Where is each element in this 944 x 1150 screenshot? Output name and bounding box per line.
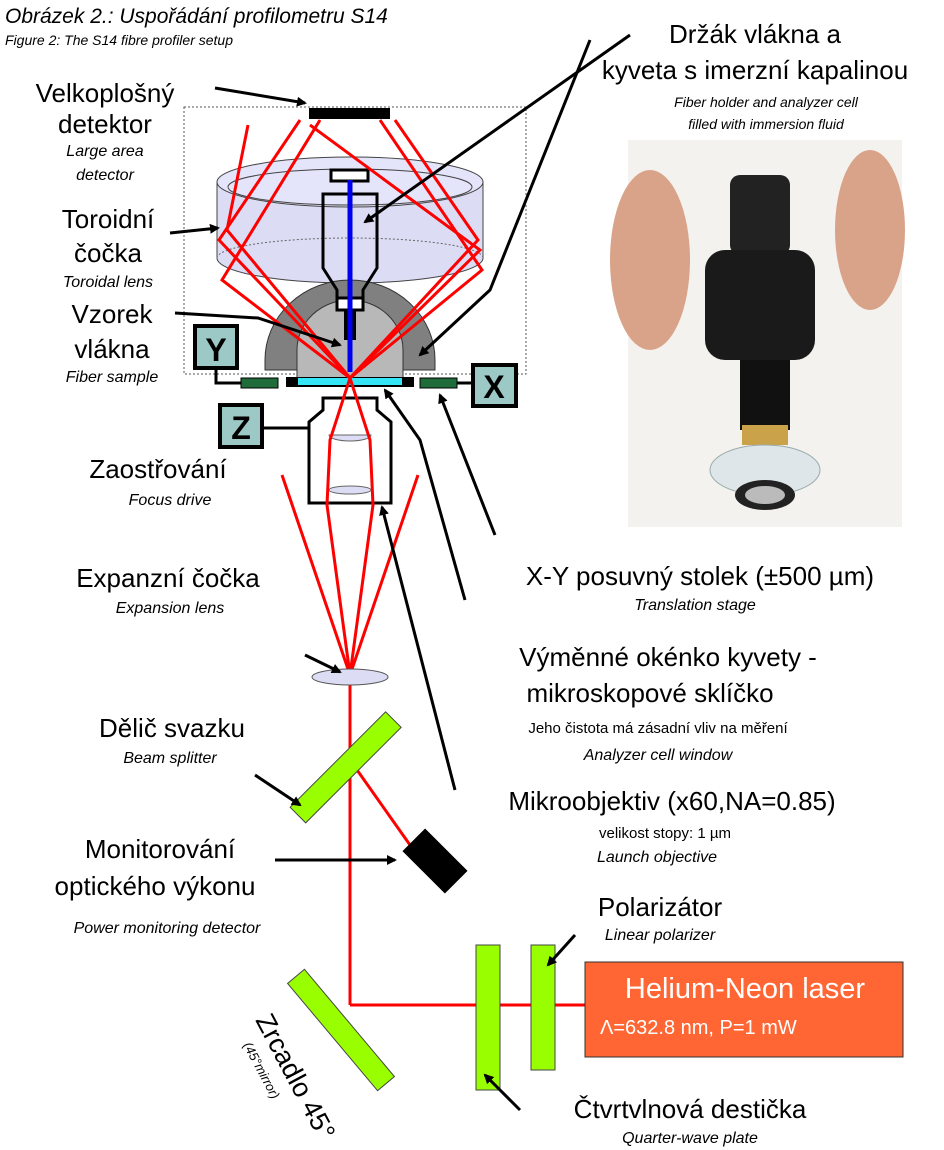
beam-splitter — [289, 711, 402, 824]
window-label-cz-1: Výměnné okénko kyvety - — [519, 642, 817, 672]
linear-polarizer — [530, 944, 556, 1071]
fiber-holder-shape — [321, 168, 379, 372]
x-axis-label: X — [483, 369, 505, 405]
y-axis-label: Y — [205, 332, 226, 368]
holder-label-en-1: Fiber holder and analyzer cell — [674, 94, 859, 110]
launch-objective-shape — [307, 396, 393, 505]
lens-label-cz-2: čočka — [74, 238, 142, 268]
pointer-arrows — [169, 33, 631, 1112]
qwp-label-cz: Čtvrtvlnová destička — [574, 1094, 807, 1124]
expansion-label-en: Expansion lens — [116, 600, 225, 617]
lens-label-en: Toroidal lens — [63, 274, 153, 291]
stage-x — [419, 377, 458, 389]
lens-label-cz-1: Toroidní — [62, 204, 155, 234]
objective-note: velikost stopy: 1 µm — [599, 825, 731, 842]
focus-label-en: Focus drive — [129, 492, 212, 509]
figure-subtitle: Figure 2: The S14 fibre profiler setup — [5, 32, 233, 48]
monitor-label-cz-2: optického výkonu — [55, 871, 256, 901]
y-axis-box — [193, 324, 239, 370]
large-area-detector — [309, 108, 390, 119]
stage-label-cz: X-Y posuvný stolek (±500 µm) — [526, 561, 874, 591]
expansion-lens — [311, 668, 389, 686]
laser-beam-paths — [217, 119, 585, 1007]
detector-label-cz-1: Velkoplošný — [36, 78, 175, 108]
z-axis-label: Z — [231, 410, 251, 446]
z-axis-box — [218, 403, 264, 449]
objective-label-en: Launch objective — [597, 849, 717, 866]
stage-label-en: Translation stage — [634, 597, 756, 614]
figure-title: Obrázek 2.: Uspořádání profilometru S14 — [5, 5, 388, 28]
x-axis-box — [471, 363, 518, 408]
detector-label-en-1: Large area — [66, 143, 143, 160]
laser-params: Λ=632.8 nm, P=1 mW — [600, 1017, 797, 1039]
stage-y — [240, 377, 279, 389]
window-label-en: Analyzer cell window — [583, 747, 734, 764]
sample-label-en: Fiber sample — [66, 369, 159, 386]
qwp-label-en: Quarter-wave plate — [622, 1130, 758, 1147]
holder-label-en-2: filled with immersion fluid — [688, 116, 845, 132]
objective-label-cz: Mikroobjektiv (x60,NA=0.85) — [508, 786, 835, 816]
helium-neon-laser — [584, 961, 904, 1058]
detector-label-cz-2: detektor — [58, 109, 152, 139]
focus-label-cz: Zaostřování — [89, 454, 227, 484]
expansion-label-cz: Expanzní čočka — [76, 563, 260, 593]
laser-title: Helium-Neon laser — [625, 973, 865, 1005]
holder-label-cz-2: kyveta s imerzní kapalinou — [602, 55, 908, 85]
power-monitor-detector — [402, 828, 468, 894]
detector-label-en-2: detector — [76, 167, 134, 184]
fiber-holder-photo — [610, 140, 905, 527]
sample-label-cz-2: vlákna — [74, 334, 150, 364]
mirror-45 — [286, 968, 396, 1092]
polarizer-label-cz: Polarizátor — [598, 892, 723, 922]
splitter-label-cz: Dělič svazku — [99, 713, 245, 743]
window-label-cz-2: mikroskopové sklíčko — [526, 678, 773, 708]
sample-label-cz-1: Vzorek — [72, 299, 154, 329]
window-note: Jeho čistota má zásadní vliv na měření — [528, 720, 788, 737]
monitor-label-en: Power monitoring detector — [74, 920, 261, 937]
splitter-label-en: Beam splitter — [123, 750, 217, 767]
polarizer-label-en: Linear polarizer — [605, 927, 716, 944]
holder-label-cz-1: Držák vlákna a — [669, 19, 841, 49]
quarter-wave-plate — [475, 944, 501, 1091]
monitor-label-cz-1: Monitorování — [85, 834, 236, 864]
